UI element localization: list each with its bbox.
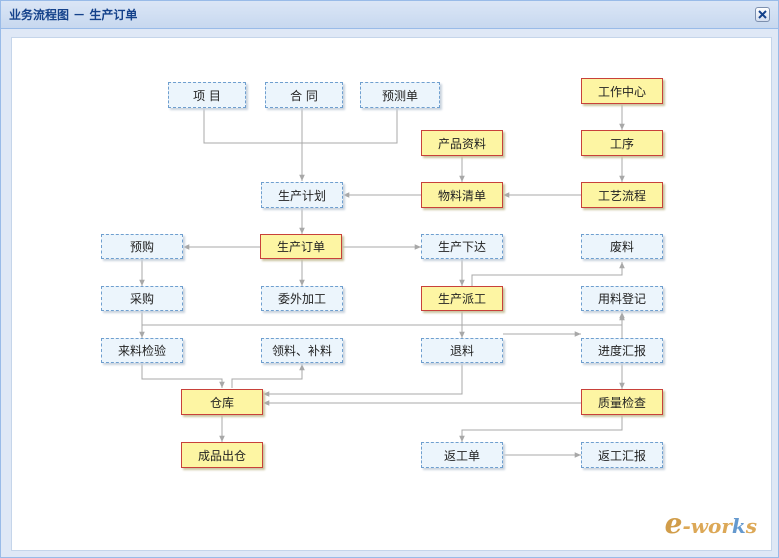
node-shengchandingdan[interactable]: 生产订单 <box>260 234 342 259</box>
node-feiliao[interactable]: 废料 <box>581 234 663 259</box>
connector-layer <box>139 104 625 458</box>
close-icon <box>758 10 767 19</box>
node-zhiliangjiancha[interactable]: 质量检查 <box>581 389 663 415</box>
connector-tuiliao-cangku <box>263 363 463 397</box>
node-lingliaobuliao[interactable]: 领料、补料 <box>261 338 343 363</box>
node-caigou[interactable]: 采购 <box>101 286 183 311</box>
connector-jiancha-fangongdan <box>459 415 623 442</box>
node-gongxu[interactable]: 工序 <box>581 130 663 156</box>
node-yucedan[interactable]: 预测单 <box>360 82 440 108</box>
connector-caigou-dengji <box>142 312 625 326</box>
node-yongliaodengji[interactable]: 用料登记 <box>581 286 663 311</box>
node-gongzuozhongxin[interactable]: 工作中心 <box>581 78 663 104</box>
node-wuliaoqingdan[interactable]: 物料清单 <box>421 182 503 208</box>
node-cangku[interactable]: 仓库 <box>181 389 263 415</box>
node-chanpinziliao[interactable]: 产品资料 <box>421 130 503 156</box>
node-shengchanxiada[interactable]: 生产下达 <box>421 234 503 259</box>
eworks-watermark: e-works <box>664 507 757 540</box>
flowchart-canvas: 项 目 合 同 预测单 工作中心 产品资料 工序 生产计划 物料清单 工艺流程 … <box>11 37 772 551</box>
node-shengchanpaigong[interactable]: 生产派工 <box>421 286 503 311</box>
node-lailiaojianyan[interactable]: 来料检验 <box>101 338 183 363</box>
node-tuiliao[interactable]: 退料 <box>421 338 503 363</box>
node-shengchanjihua[interactable]: 生产计划 <box>261 182 343 208</box>
node-yugou[interactable]: 预购 <box>101 234 183 259</box>
node-fangongdan[interactable]: 返工单 <box>421 442 503 468</box>
window-title: 业务流程图 － 生产订单 <box>9 8 138 22</box>
connector-cangku-lingliao <box>231 364 305 388</box>
close-button[interactable] <box>755 7 770 22</box>
connector-xiangmu-jihua <box>203 108 302 144</box>
connector-yucedan-jihua <box>302 108 398 144</box>
node-hetong[interactable]: 合 同 <box>265 82 343 108</box>
node-jinduhuibao[interactable]: 进度汇报 <box>581 338 663 363</box>
node-gongyiliucheng[interactable]: 工艺流程 <box>581 182 663 208</box>
node-fangonghuibao[interactable]: 返工汇报 <box>581 442 663 468</box>
connector-jianyan-cangku <box>141 363 225 388</box>
node-xiangmu[interactable]: 项 目 <box>168 82 246 108</box>
node-weiwaijiagong[interactable]: 委外加工 <box>261 286 343 311</box>
node-chengpinchucang[interactable]: 成品出仓 <box>181 442 263 468</box>
connector-paigong-feiliao <box>471 262 625 286</box>
window-titlebar[interactable]: 业务流程图 － 生产订单 <box>1 1 778 29</box>
